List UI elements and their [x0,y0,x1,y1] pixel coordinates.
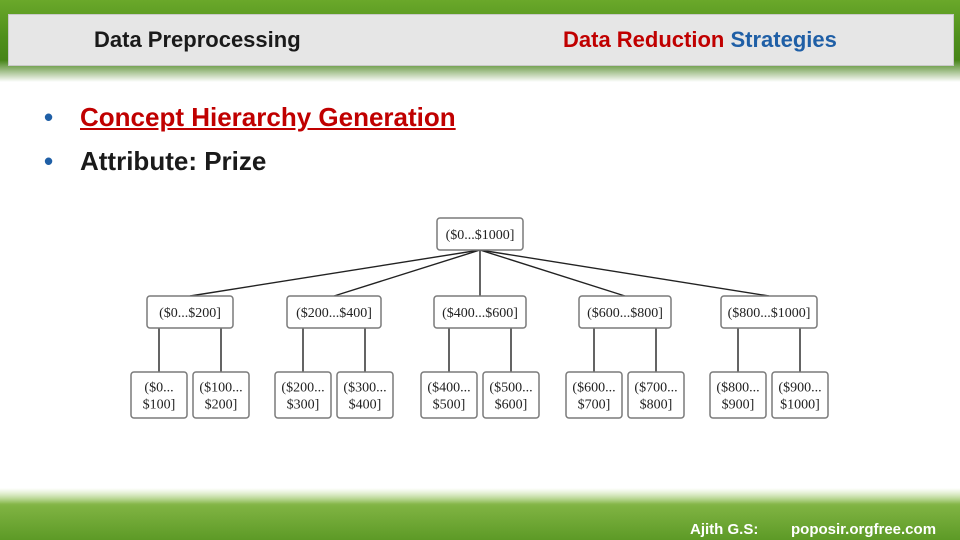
slide-title-part2: Strategies [730,27,837,52]
slide-title: Data Reduction Strategies [563,27,837,53]
bullet-item: • Concept Hierarchy Generation [44,100,456,144]
hierarchy-edge [189,249,481,297]
node-label: $1000] [780,398,820,413]
hierarchy-level1-node: ($200...$400] [286,295,382,329]
node-label: ($700... [634,381,677,396]
node-label: ($300... [343,381,386,396]
node-label: ($0... [144,381,173,396]
hierarchy-level2-node: ($200... $300] [274,371,332,419]
bullet-text-concept-hierarchy: Concept Hierarchy Generation [80,102,456,132]
node-label: ($900... [778,381,821,396]
node-label: ($600... [572,381,615,396]
node-label: ($200...$400] [296,306,372,321]
hierarchy-edge [333,249,481,297]
bullet-item: • Attribute: Prize [44,144,456,188]
node-label: ($0...$200] [159,306,221,321]
footer-author: Ajith G.S: [690,521,759,538]
section-title: Data Preprocessing [94,27,301,52]
hierarchy-level2-node: ($0... $100] [130,371,188,419]
bottom-banner [0,488,960,540]
node-label: ($100... [199,381,242,396]
bullet-dot-icon: • [44,146,54,176]
node-label: $200] [205,398,238,413]
node-label: $900] [722,398,755,413]
hierarchy-level2-node: ($700... $800] [627,371,685,419]
hierarchy-root-node: ($0...$1000] [436,217,524,251]
node-label: $400] [349,398,382,413]
node-label: ($400... [427,381,470,396]
node-label: $300] [287,398,320,413]
hierarchy-level1-node: ($0...$200] [146,295,234,329]
bullet-text-attribute: Attribute: Prize [80,146,267,176]
node-label: $600] [495,398,528,413]
title-bar [8,14,954,66]
hierarchy-level2-node: ($800... $900] [709,371,767,419]
hierarchy-level2-node: ($100... $200] [192,371,250,419]
node-label: $800] [640,398,673,413]
hierarchy-level2-node: ($500... $600] [482,371,540,419]
hierarchy-level2-node: ($400... $500] [420,371,478,419]
hierarchy-level2-node: ($900... $1000] [771,371,829,419]
node-label: ($400...$600] [442,306,518,321]
node-label: ($200... [281,381,324,396]
node-label: ($600...$800] [587,306,663,321]
bullet-list: • Concept Hierarchy Generation • Attribute… [44,100,456,188]
hierarchy-level1-node: ($400...$600] [433,295,527,329]
slide-title-part1: Data Reduction [563,27,725,52]
node-label: ($800... [716,381,759,396]
node-label: $700] [578,398,611,413]
footer-site: poposir.orgfree.com [791,521,937,538]
node-label: ($0...$1000] [446,228,515,243]
hierarchy-edge [479,249,626,297]
hierarchy-level2-node: ($300... $400] [336,371,394,419]
node-label: $500] [433,398,466,413]
hierarchy-level2-node: ($600... $700] [565,371,623,419]
node-label: ($500... [489,381,532,396]
hierarchy-level1-node: ($600...$800] [578,295,672,329]
node-label: ($800...$1000] [728,306,811,321]
hierarchy-edge [479,249,770,297]
hierarchy-level1-node: ($800...$1000] [720,295,818,329]
bullet-dot-icon: • [44,102,54,132]
node-label: $100] [143,398,176,413]
